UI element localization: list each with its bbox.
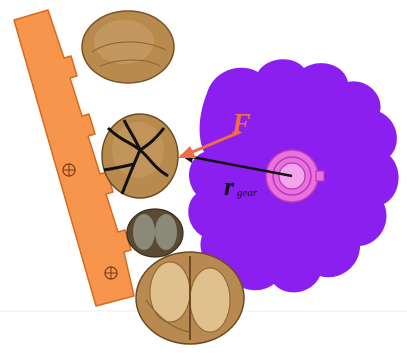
seed-split <box>136 252 244 344</box>
seed-small-pair <box>127 209 183 257</box>
seed-cracked <box>102 114 178 198</box>
force-label: F <box>231 109 251 140</box>
crosshair-circle-icon <box>105 267 117 279</box>
crosshair-circle-icon <box>63 164 75 176</box>
radius-label: r <box>224 172 235 201</box>
radius-subscript: gear <box>237 187 258 199</box>
seed-top <box>82 11 174 83</box>
